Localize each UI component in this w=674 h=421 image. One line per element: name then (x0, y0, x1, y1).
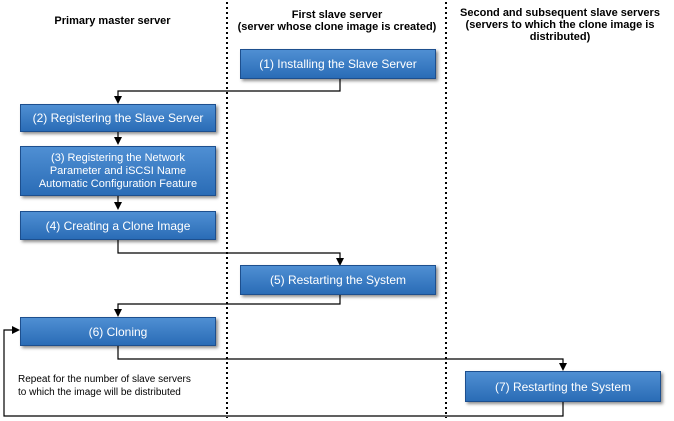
connector-6-7 (117, 346, 567, 371)
lane-title-subsequent-slaves: Second and subsequent slave servers (ser… (460, 7, 660, 43)
step-creating-clone-image[interactable]: (4) Creating a Clone Image (20, 211, 216, 240)
step-registering-network-parameter[interactable]: (3) Registering the Network Parameter an… (20, 146, 216, 196)
repeat-loop-connector (3, 326, 564, 417)
connector-5-6 (114, 295, 341, 317)
step-restarting-system-first-slave[interactable]: (5) Restarting the System (240, 265, 436, 295)
step-installing-slave-server[interactable]: (1) Installing the Slave Server (240, 49, 436, 79)
step-cloning[interactable]: (6) Cloning (20, 317, 216, 346)
step-restarting-system-subsequent-slaves[interactable]: (7) Restarting the System (465, 371, 661, 402)
lane-title-primary-master: Primary master server (54, 15, 171, 27)
lane-title-first-slave: First slave server (server whose clone i… (237, 9, 437, 33)
connector-4-5 (117, 240, 344, 266)
connector-1-2 (114, 79, 341, 104)
repeat-note: Repeat for the number of slave servers t… (18, 374, 191, 398)
step-registering-slave-server[interactable]: (2) Registering the Slave Server (20, 104, 216, 132)
